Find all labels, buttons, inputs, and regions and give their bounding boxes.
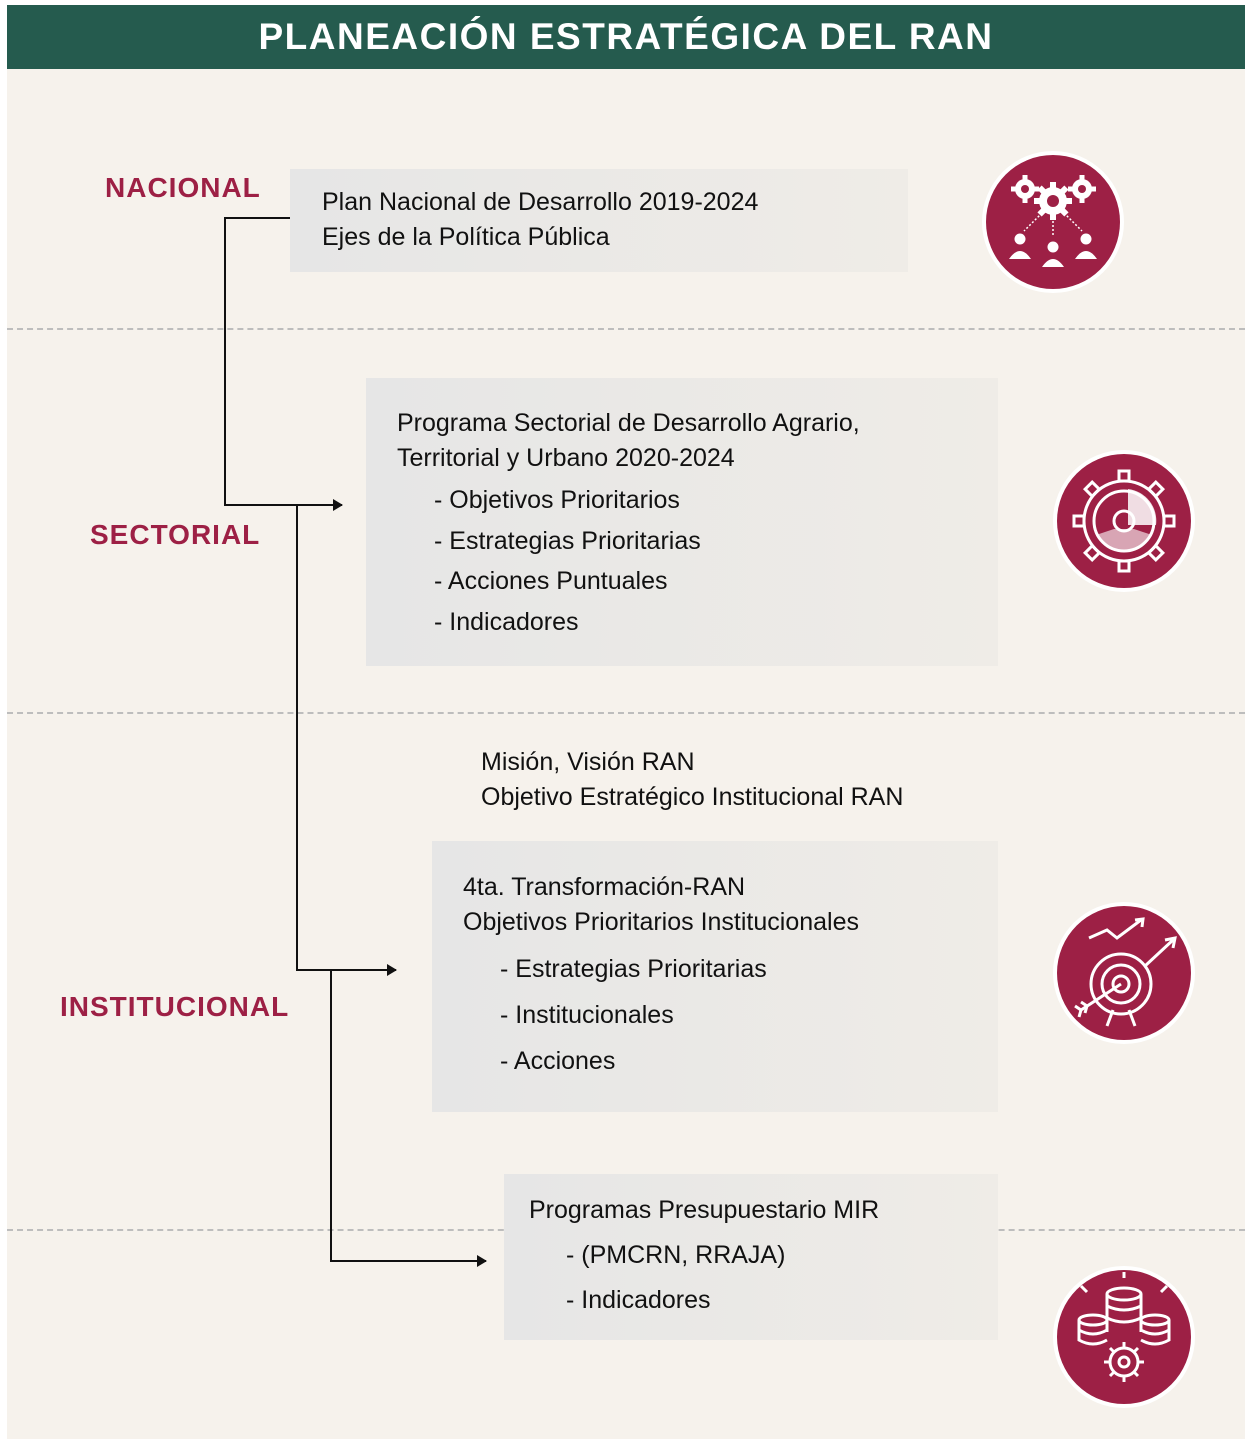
institucional-item: - Institucionales [500, 1001, 674, 1029]
mision-text: Misión, Visión RAN Objetivo Estratégico … [481, 745, 903, 815]
connector-institucional-presupuestario [330, 970, 487, 1267]
connector-sectorial-institucional [296, 505, 397, 976]
institucional-item: - Acciones [500, 1047, 616, 1075]
institucional-item: - Estrategias Prioritarias [500, 955, 767, 983]
sectorial-item: - Estrategias Prioritarias [434, 526, 701, 555]
sectorial-item: - Objetivos Prioritarios [434, 486, 680, 514]
institucional-box: 4ta. Transformación-RAN Objetivos Priori… [432, 841, 998, 1112]
level-nacional-label: NACIONAL [105, 172, 261, 203]
presupuestario-line-1: Programas Presupuestario MIR [529, 1196, 880, 1224]
institucional-line-1: 4ta. Transformación-RAN [463, 873, 746, 901]
sectorial-item: - Indicadores [434, 607, 579, 636]
connector-nacional-sectorial [224, 217, 343, 511]
sectorial-line-1: Programa Sectorial de Desarrollo Agrario… [397, 409, 860, 437]
gears-team-icon [982, 151, 1124, 293]
presupuestario-item: - (PMCRN, RRAJA) [566, 1241, 786, 1269]
level-institucional-label: INSTITUCIONAL [60, 991, 290, 1022]
target-growth-icon [1053, 902, 1195, 1044]
sectorial-line-2: Territorial y Urbano 2020-2024 [397, 444, 735, 472]
divider-2 [7, 712, 1245, 714]
mision-line-2: Objetivo Estratégico Institucional RAN [481, 783, 904, 811]
database-gear-icon [1053, 1266, 1195, 1408]
nacional-line-2: Ejes de la Política Pública [322, 223, 610, 251]
page-title: PLANEACIÓN ESTRATÉGICA DEL RAN [7, 5, 1245, 69]
divider-1 [7, 328, 1245, 330]
mision-line-1: Misión, Visión RAN [481, 748, 695, 776]
presupuestario-item: - Indicadores [566, 1286, 711, 1314]
sectorial-item: - Acciones Puntuales [434, 567, 668, 595]
presupuestario-box: Programas Presupuestario MIR - (PMCRN, R… [504, 1174, 998, 1340]
gear-pie-chart-icon [1053, 450, 1195, 592]
level-sectorial-label: SECTORIAL [90, 519, 261, 550]
nacional-line-1: Plan Nacional de Desarrollo 2019-2024 [322, 188, 759, 216]
nacional-box: Plan Nacional de Desarrollo 2019-2024 Ej… [290, 169, 908, 272]
sectorial-box: Programa Sectorial de Desarrollo Agrario… [366, 378, 998, 666]
institucional-line-2: Objetivos Prioritarios Institucionales [463, 908, 859, 936]
